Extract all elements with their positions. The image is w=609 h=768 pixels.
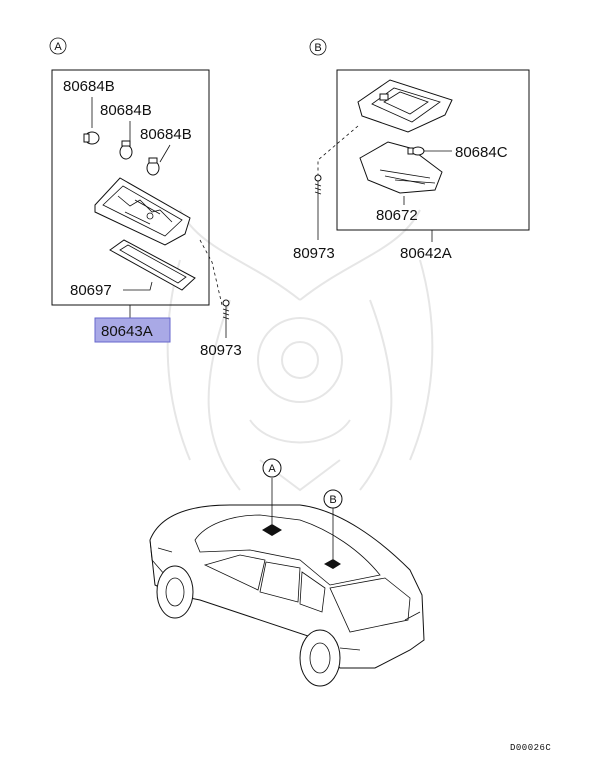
- part-label-80672[interactable]: 80672: [376, 207, 418, 224]
- lamp-housing-drawing: [94, 177, 191, 246]
- bulb-icon: [407, 146, 425, 156]
- assembly-highlight[interactable]: [94, 317, 171, 343]
- section-a-box: [51, 69, 210, 306]
- screw-icon: [222, 299, 230, 322]
- part-label-80643a[interactable]: 80643A: [101, 323, 153, 340]
- section-a-marker: [49, 37, 67, 55]
- section-b-box: [336, 69, 530, 231]
- part-label-80684b-1[interactable]: 80684B: [63, 78, 115, 95]
- vehicle-marker-a: [262, 458, 282, 478]
- section-b-marker: [309, 38, 327, 56]
- location-b-marker: [324, 559, 341, 569]
- part-label-80684c[interactable]: 80684C: [455, 144, 508, 161]
- leader-line: [123, 281, 153, 291]
- diagram-code: D00026C: [510, 743, 551, 753]
- vehicle-marker-b: [323, 489, 343, 509]
- wheel-icon: [156, 565, 194, 619]
- screw-icon: [314, 174, 322, 197]
- section-a-marker-label: A: [54, 41, 62, 53]
- part-label-80973-b[interactable]: 80973: [293, 245, 335, 262]
- lens-drawing: [109, 239, 196, 291]
- part-label-80684b-3[interactable]: 80684B: [140, 126, 192, 143]
- vehicle-marker-a-label: A: [268, 463, 276, 475]
- part-label-80973-a[interactable]: 80973: [200, 342, 242, 359]
- vehicle-marker-b-label: B: [329, 494, 336, 506]
- part-label-80697[interactable]: 80697: [70, 282, 112, 299]
- bulb-icon: [83, 131, 100, 145]
- section-b: B 80684C 80672: [293, 38, 530, 262]
- section-b-marker-label: B: [314, 42, 321, 54]
- section-a: A 80684B 80684B 80684B: [49, 37, 242, 359]
- lamp-housing-drawing: [357, 79, 453, 133]
- bulb-icon: [119, 140, 133, 160]
- guide-line: [317, 125, 359, 175]
- part-label-80642a[interactable]: 80642A: [400, 245, 452, 262]
- vehicle-drawing: A B: [149, 458, 425, 687]
- part-label-80684b-2[interactable]: 80684B: [100, 102, 152, 119]
- leader-line: [159, 144, 171, 163]
- lens-drawing: [359, 141, 443, 194]
- wheel-icon: [299, 629, 341, 687]
- bulb-icon: [146, 157, 160, 176]
- guide-line: [199, 239, 223, 306]
- location-a-marker: [262, 524, 282, 536]
